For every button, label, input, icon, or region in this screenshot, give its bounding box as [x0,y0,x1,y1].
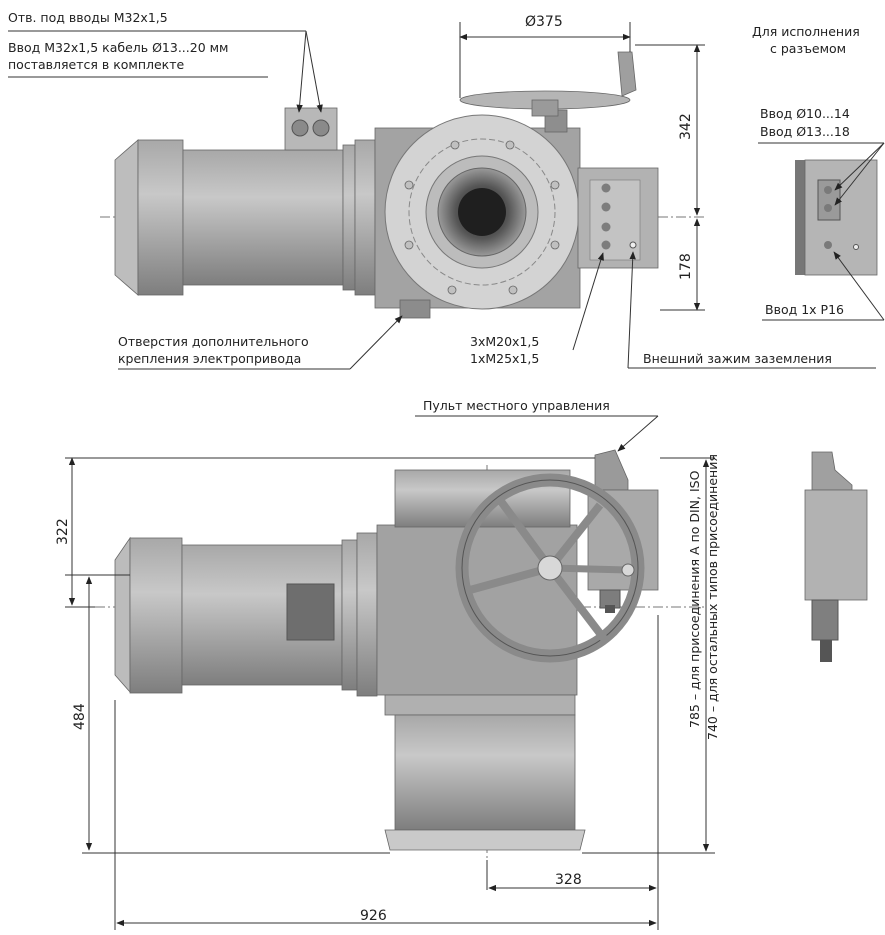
connector-title-line2: с разъемом [770,41,846,56]
dim-label-484: 484 [72,703,88,730]
dim-label-342: 342 [678,113,694,140]
label-inputs-holes: Отв. под вводы М32х1,5 [8,10,168,25]
top-terminal-box [577,167,659,269]
connector-title-line1: Для исполнения [752,24,860,39]
label-threads-line1: 3хМ20х1,5 [470,334,539,349]
front-motor [114,532,378,697]
mount-boss [399,299,431,319]
dim-label-740: 740 – для остальных типов присоединения [705,454,720,740]
dim-label-785: 785 – для присоединения А по DIN, ISO [687,470,702,728]
label-mount-line1: Отверстия дополнительного [118,334,309,349]
front-view: Пульт местного управления 322 484 328 92… [55,398,720,930]
top-flange [384,114,580,310]
top-cable-glands [284,107,338,151]
top-view: Отв. под вводы М32х1,5 Ввод М32х1,5 кабе… [8,10,876,370]
dim-label-375: Ø375 [525,14,563,30]
top-leaders [8,30,876,370]
dim-label-926: 926 [360,908,387,924]
top-motor [114,139,376,296]
connector-box [804,159,878,276]
front-lower-body [394,714,576,831]
front-leaders [415,415,659,452]
side-view [804,451,868,662]
dim-label-322: 322 [55,518,71,545]
connector-input-2: Ввод Ø13...18 [760,124,850,139]
front-handwheel [455,473,645,663]
label-input-line2: поставляется в комплекте [8,57,184,72]
label-ground: Внешний зажим заземления [643,351,832,366]
front-dimension-lines [65,457,715,930]
connector-input-1: Ввод Ø10...14 [760,106,850,121]
label-local-control: Пульт местного управления [423,398,610,413]
label-mount-line2: крепления электропривода [118,351,301,366]
dim-label-178: 178 [678,253,694,280]
front-base-flange [384,829,586,851]
dim-handwheel-diameter [459,22,631,98]
label-threads-line2: 1хМ25х1,5 [470,351,539,366]
connector-version: Для исполнения с разъемом Ввод Ø10...14 … [752,24,885,321]
connector-input-3: Ввод 1х Р16 [765,302,844,317]
dim-label-328: 328 [555,872,582,888]
top-handwheel [459,51,637,133]
dim-vertical-top [635,44,705,311]
front-motor-plate [286,583,335,641]
label-input-line1: Ввод М32х1,5 кабель Ø13...20 мм [8,40,229,55]
